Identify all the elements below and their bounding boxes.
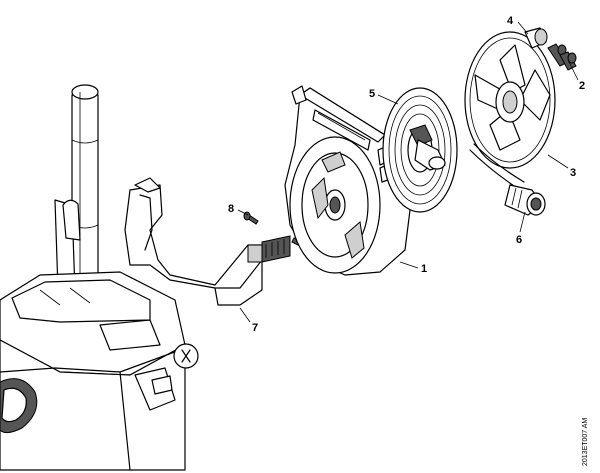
callout-2: 2	[579, 80, 585, 92]
callout-3: 3	[570, 167, 576, 179]
drawing-code: 2013ET007 AM	[582, 417, 589, 466]
part-4-plug	[524, 27, 548, 49]
callout-1: 1	[421, 263, 427, 275]
part-1-cover	[284, 85, 411, 276]
callout-labels: 1 2 3 4 5 6 7 8	[228, 15, 585, 334]
callout-8: 8	[228, 203, 234, 215]
callout-4: 4	[507, 15, 514, 27]
callout-6: 6	[516, 234, 522, 246]
part-6-hose-coupling	[504, 184, 546, 216]
part-2-screws	[547, 43, 577, 71]
machine-housing	[0, 84, 199, 471]
part-3-reel-drum	[464, 31, 556, 191]
leader-lines	[237, 21, 579, 323]
callout-5: 5	[369, 88, 375, 100]
part-5-coiled-hose	[382, 87, 458, 213]
part-7-bracket	[124, 177, 291, 306]
callout-7: 7	[252, 322, 258, 334]
